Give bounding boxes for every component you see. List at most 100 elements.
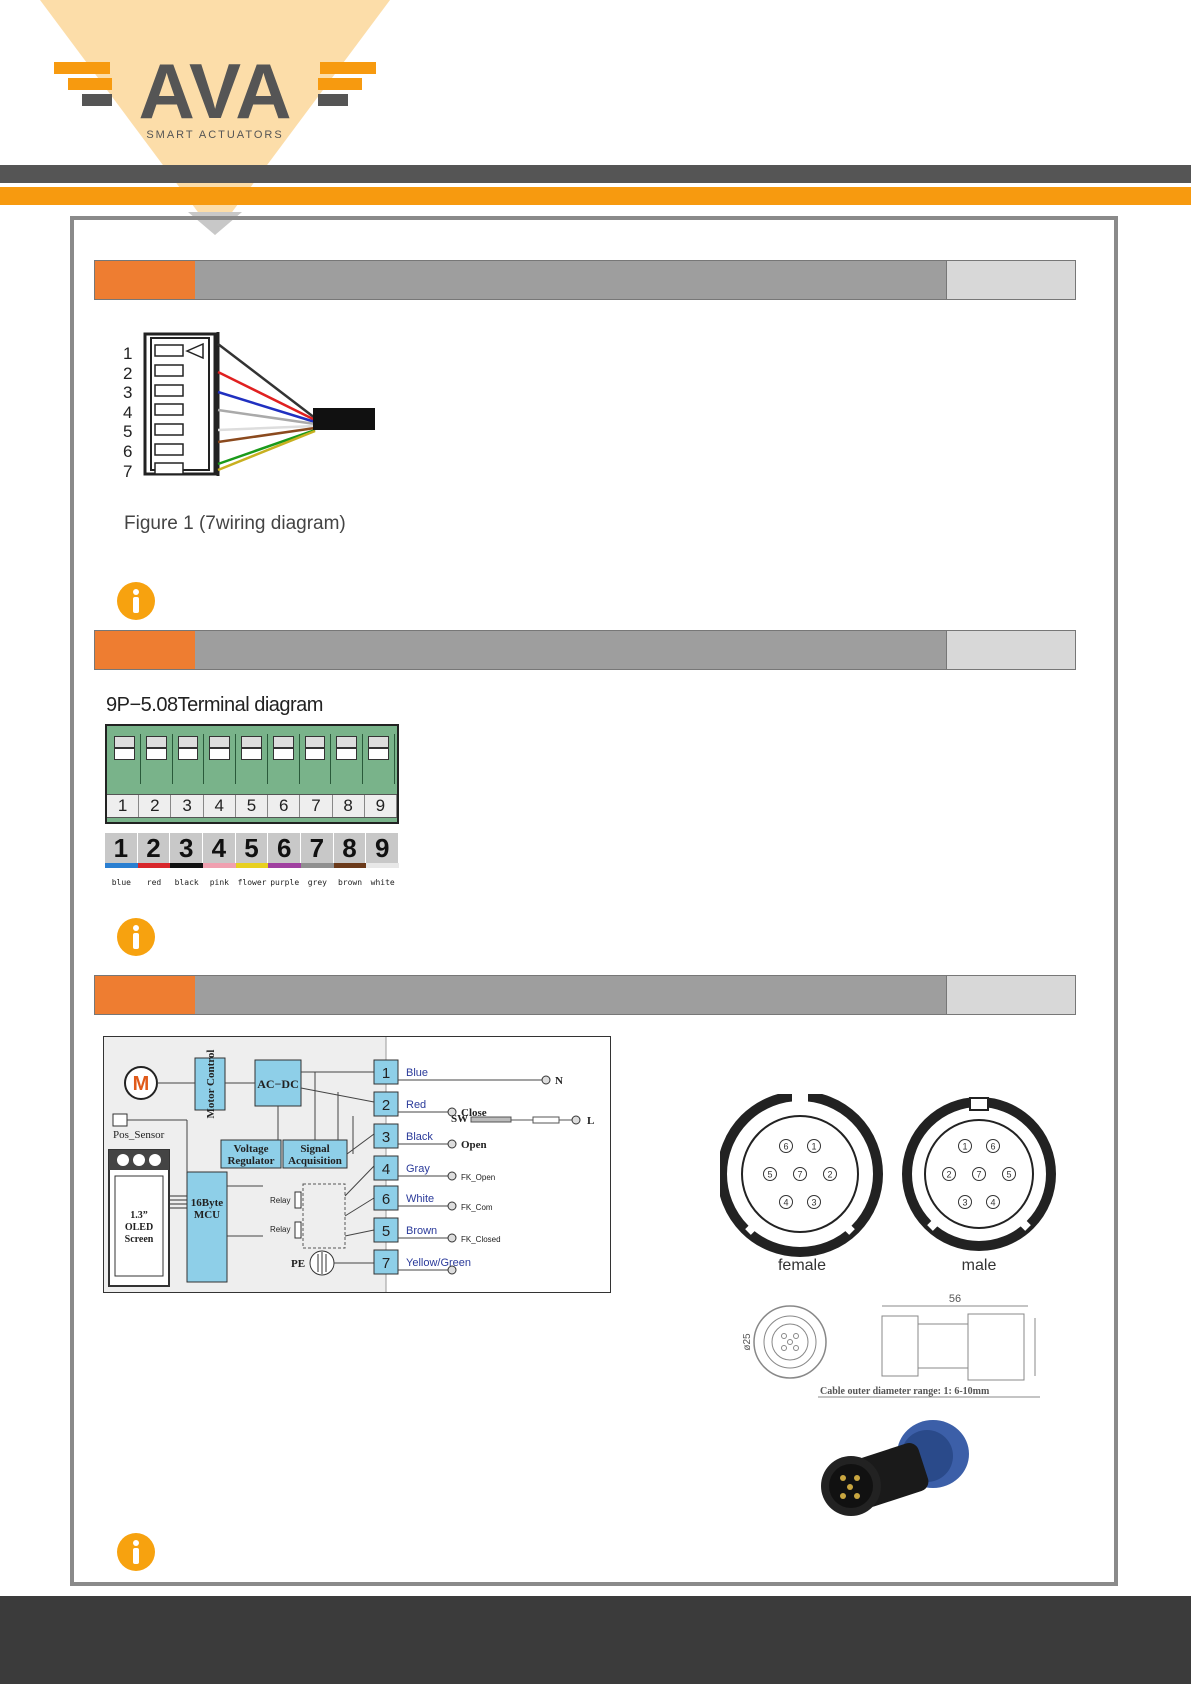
terminal-box — [373, 1091, 399, 1117]
wire-number: 5 — [235, 833, 269, 863]
wire-number: 6 — [268, 833, 302, 863]
connector-pin-number: 2 — [946, 1170, 951, 1180]
terminal-number: 2 — [139, 795, 172, 817]
wire-color-label: grey — [307, 878, 327, 887]
pin-label: 1 — [123, 344, 133, 363]
connector-pin-number: 1 — [811, 1142, 816, 1152]
connector-pin-number: 7 — [797, 1170, 802, 1180]
wire-color-label: flower — [237, 878, 267, 887]
terminal-number: 5 — [236, 795, 269, 817]
connector-pin-number: 6 — [783, 1142, 788, 1152]
footer-band — [0, 1596, 1191, 1684]
sw-label: SW — [451, 1113, 468, 1125]
male-label: male — [962, 1257, 997, 1274]
connector-pin-number: 2 — [827, 1170, 832, 1180]
connector-pin — [793, 1167, 807, 1181]
connector-pin-number: 7 — [976, 1170, 981, 1180]
terminal-box — [373, 1059, 399, 1085]
connector-pin-number: 3 — [811, 1198, 816, 1208]
info-icon — [116, 917, 156, 957]
relay-label-1: Relay — [270, 1196, 290, 1205]
acdc-block: AC−DC — [257, 1077, 299, 1091]
wire-color-swatch — [105, 863, 138, 868]
wire-end-terminal — [447, 1139, 457, 1149]
seven-wire-diagram: 1 2 3 4 5 6 7 — [115, 330, 385, 481]
connector-plug-illustration — [815, 1420, 975, 1520]
terminal-screw — [363, 734, 396, 784]
info-icon — [116, 1532, 156, 1572]
wire-color-label: red — [146, 878, 162, 887]
wire-number: 7 — [301, 833, 334, 863]
logo-wordmark: AVA — [138, 47, 291, 135]
terminal-box — [373, 1123, 399, 1149]
connector-pin-number: 4 — [783, 1198, 788, 1208]
wire-color-name: Black — [406, 1131, 433, 1143]
wire-number: 9 — [366, 833, 400, 863]
terminal-number: 8 — [333, 795, 365, 817]
pin-number-list: 1 2 3 4 5 6 7 — [123, 344, 143, 481]
length-label: 56 — [949, 1293, 961, 1305]
pin-label: 3 — [123, 383, 133, 403]
wire-end-label: FK_Com — [461, 1203, 493, 1212]
relay-label-2: Relay — [270, 1225, 290, 1234]
wire-end-terminal — [447, 1201, 457, 1211]
pin-label: 4 — [123, 402, 133, 422]
wire-end-terminal — [447, 1171, 457, 1181]
wire-end-terminal — [447, 1265, 457, 1275]
section-header-bar-2 — [94, 630, 1076, 670]
wire-color-swatch — [268, 863, 302, 868]
header-gray-band — [0, 165, 1191, 183]
connector-pin-number: 5 — [1006, 1170, 1011, 1180]
connector-pin-number: 3 — [962, 1198, 967, 1208]
connector-pin — [823, 1167, 837, 1181]
connector-pin — [958, 1139, 972, 1153]
wire-color-label: pink — [209, 878, 229, 887]
wire-end-label: FK_Closed — [461, 1235, 501, 1244]
terminal-screw — [268, 734, 300, 784]
wire-end-terminal — [447, 1233, 457, 1243]
wire-color-swatch — [137, 863, 171, 868]
diameter-label: ø25 — [742, 1333, 753, 1351]
terminal-number: 7 — [382, 1255, 390, 1272]
wire-color-label: brown — [337, 878, 363, 887]
terminal-box — [373, 1249, 399, 1275]
wire-end-terminal — [541, 1075, 551, 1085]
terminal-screw — [204, 734, 237, 784]
wire-number: 2 — [137, 833, 171, 863]
terminal-diagram-title: 9P−5.08Terminal diagram — [106, 694, 323, 716]
wire-color-swatch — [203, 863, 236, 868]
wire-color-swatch — [235, 863, 269, 868]
terminal-number: 5 — [382, 1223, 390, 1240]
wire-color-swatch — [301, 863, 334, 868]
terminal-screw — [300, 734, 332, 784]
pin-label: 5 — [123, 422, 133, 442]
terminal-number: 1 — [107, 795, 140, 817]
wire-end-label: N — [555, 1075, 563, 1087]
terminal-number: 4 — [382, 1161, 390, 1178]
terminal-box — [373, 1155, 399, 1181]
female-label: female — [778, 1257, 826, 1274]
terminal-screw — [109, 734, 141, 784]
wire-color-swatch — [170, 863, 204, 868]
connector-pin — [1002, 1167, 1016, 1181]
terminal-number: 7 — [300, 795, 333, 817]
terminal-number: 3 — [382, 1129, 390, 1146]
terminal-screw — [236, 734, 268, 784]
l-terminal-label: L — [587, 1115, 594, 1127]
connector-pin — [807, 1139, 821, 1153]
logo: AVA SMART ACTUATORS — [40, 0, 390, 235]
terminal-box — [373, 1185, 399, 1211]
connector-pin — [779, 1195, 793, 1209]
connector-pin-number: 1 — [962, 1142, 967, 1152]
connector-pin — [958, 1195, 972, 1209]
